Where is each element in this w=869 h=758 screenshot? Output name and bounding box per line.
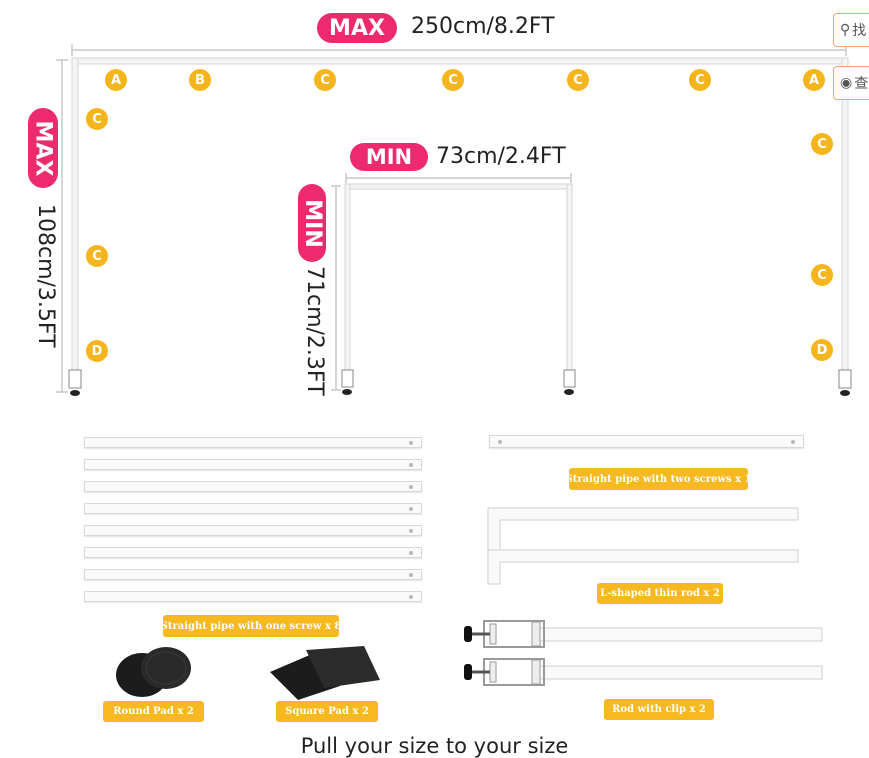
min-width-value: 73cm/2.4FT [436,144,566,169]
max-width-value: 250cm/8.2FT [411,14,555,39]
label-square-pad: Square Pad x 2 [276,701,378,722]
straight-pipe [84,437,422,448]
connector-c-left-2: C [86,245,108,267]
label-straight-one-screw: Straight pipe with one screw x 8 [161,615,341,637]
straight-pipe [84,525,422,536]
min-height-badge: MIN [298,184,326,262]
label-round-pad: Round Pad x 2 [103,701,204,722]
straight-pipe [84,547,422,558]
connector-c-top-1: C [314,69,336,91]
straight-pipe [84,503,422,514]
search-image-button[interactable]: ⚲找 [833,13,869,47]
label-rod-with-clip: Rod with clip x 2 [604,699,714,720]
connector-c-top-3: C [567,69,589,91]
frame-diagram [56,44,852,396]
label-straight-two-screws: Straight pipe with two screws x 1 [566,468,752,490]
straight-pipe-two-screws [489,435,804,448]
straight-pipe [84,591,422,602]
connector-c-right-2: C [811,264,833,286]
connector-d-left: D [86,340,108,362]
straight-pipe [84,481,422,492]
square-pad-image [270,646,380,700]
connector-c-top-2: C [442,69,464,91]
search-icon: ⚲ [840,22,851,38]
connector-a-top-left: A [105,69,127,91]
straight-pipe [84,569,422,580]
max-badge: MAX [317,13,397,43]
connector-c-top-4: C [689,69,711,91]
connector-c-right-1: C [811,133,833,155]
min-height-value: 71cm/2.3FT [302,266,327,396]
view-image-button[interactable]: ◉查 [833,66,869,100]
caption-text: Pull your size to your size [300,734,569,758]
connector-b-top: B [189,69,211,91]
view-icon: ◉ [840,75,853,91]
l-shaped-rods-image [487,507,799,585]
connector-a-top-right: A [803,69,825,91]
max-height-value: 108cm/3.5FT [33,204,58,348]
connector-d-right: D [811,339,833,361]
label-l-shaped-rod: L-shaped thin rod x 2 [597,583,723,604]
round-pad-image [116,647,191,697]
connector-c-left-1: C [86,108,108,130]
min-badge: MIN [350,143,428,171]
clip-rods-image [464,620,823,686]
straight-pipe [84,459,422,470]
max-height-badge: MAX [28,108,58,188]
